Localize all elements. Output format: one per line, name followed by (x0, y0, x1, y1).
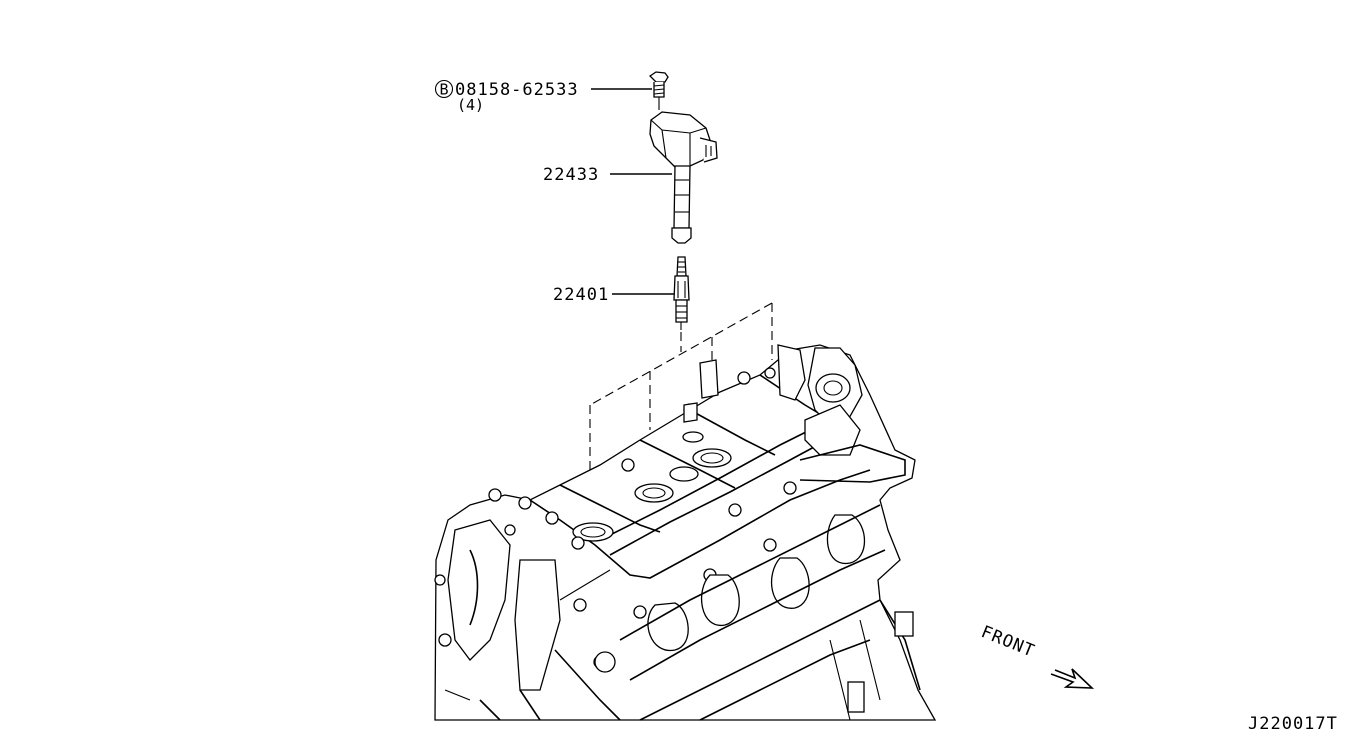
bolt-quantity: (4) (457, 96, 484, 114)
spark-plug-callout[interactable]: 22401 (553, 285, 674, 305)
ignition-coil-icon (649, 111, 718, 244)
bolt-part-number: 08158-62533 (455, 80, 579, 100)
install-guide-lines (589, 302, 773, 480)
engine-cylinder-head-icon (434, 344, 937, 721)
front-label: FRONT (978, 622, 1038, 662)
ignition-coil-part-number: 22433 (543, 165, 599, 185)
ignition-coil-callout[interactable]: 22433 (543, 165, 672, 185)
figure-code: J220017T (1248, 714, 1338, 734)
spark-plug-icon (673, 256, 690, 330)
front-direction-indicator: FRONT (978, 622, 1095, 689)
bolt-icon (648, 71, 669, 110)
bolt-callout[interactable]: B 08158-62533 (4) (434, 79, 653, 114)
bolt-prefix-circle (434, 79, 454, 99)
spark-plug-part-number: 22401 (553, 285, 609, 305)
bolt-prefix-letter: B (439, 81, 448, 99)
front-arrow-icon (1050, 668, 1095, 689)
